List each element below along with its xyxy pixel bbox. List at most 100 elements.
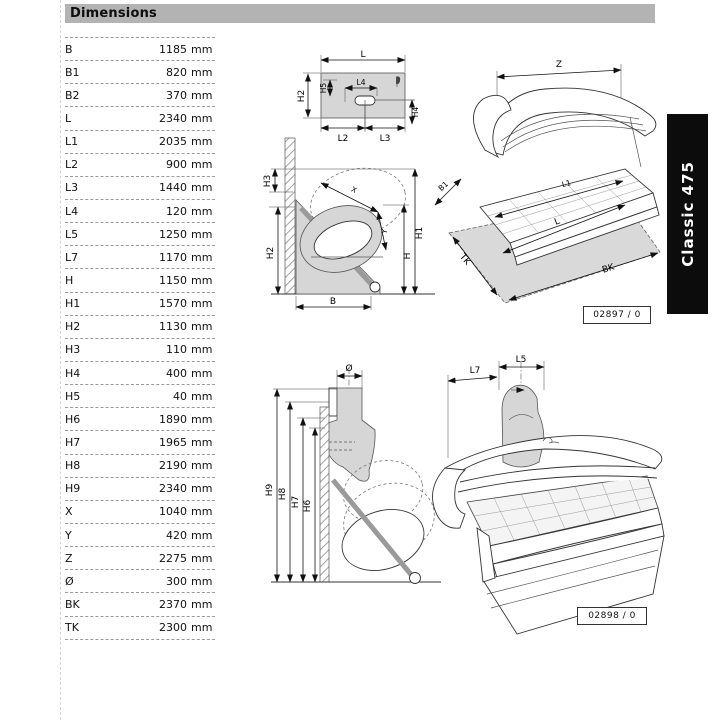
dimension-unit: mm [191,42,213,56]
dimension-row: H9 2340 mm [65,476,215,500]
dimension-value: 1890 [159,412,187,426]
dimension-row: H 1150 mm [65,268,215,291]
dimension-unit: mm [191,88,213,102]
dimension-unit: mm [191,320,213,334]
dimension-value: 40 [173,389,187,403]
header-bar: Dimensions [65,4,655,23]
dimensions-table: B 1185 mm B1 820 mm B2 370 mm L 2340 mm … [65,37,215,640]
dimension-unit: mm [191,366,213,380]
dimension-unit: mm [191,505,213,519]
dimension-value: 820 [166,65,187,79]
dimension-value: 1150 [159,273,187,287]
brand-script-logo [542,437,560,444]
dimension-unit: mm [191,528,213,542]
dimension-label: L [65,111,72,125]
dimension-label: L1 [65,135,79,149]
dimension-value: 120 [166,204,187,218]
dimension-label: Z [65,551,73,565]
dimension-row: L1 2035 mm [65,129,215,153]
dim-label-h4: H4 [411,107,420,118]
dimension-label: L5 [65,227,79,241]
dimension-unit: mm [191,273,213,287]
dim-label-l1: L1 [561,178,572,189]
dimension-unit: mm [191,412,213,426]
dimension-row: L5 1250 mm [65,222,215,245]
dimension-label: L4 [65,204,79,218]
page-edge-line [60,0,61,720]
dim-label-h2: H2 [266,247,276,260]
dim-label-z: Z [556,60,562,70]
dimension-label: H2 [65,320,81,334]
dimension-unit: mm [191,343,213,357]
dimension-label: L3 [65,181,79,195]
dim-label-h6: H6 [303,499,313,512]
drawing-number: 02897 / 0 [593,310,641,320]
dim-label-l7: L7 [470,366,481,376]
side-view-duct-diagram: Ø H9 H8 H7 H6 [265,363,441,584]
drawing-number-badge: 02898 / 0 [577,607,647,625]
dim-label-bk: BK [601,262,617,276]
dim-label-y: Y [379,228,389,236]
dimension-value: 2190 [159,459,187,473]
dimension-label: B1 [65,65,80,79]
dim-label-l: L [553,217,561,228]
plan-body [320,72,406,119]
dim-label-b1: B1 [437,179,451,192]
dim-label-l2: L2 [338,134,349,144]
perspective-closed-diagram: L5 L7 [432,355,665,635]
dim-label-h1: H1 [415,227,425,240]
dimension-unit: mm [191,181,213,195]
dimension-value: 2035 [159,135,187,149]
dimension-row: Z 2275 mm [65,546,215,569]
drawing-number: 02898 / 0 [588,611,636,621]
dim-label-h: H [403,253,413,260]
dimension-row: H6 1890 mm [65,407,215,430]
dimension-row: L 2340 mm [65,106,215,129]
dimension-row: X 1040 mm [65,499,215,523]
dimension-value: 2300 [159,621,187,635]
dim-label-l: L [360,50,365,60]
dimension-value: 370 [166,88,187,102]
dimension-row: Y 420 mm [65,522,215,546]
dimension-unit: mm [191,482,213,496]
canopy-closed [444,435,663,476]
dimension-value: 2340 [159,111,187,125]
dimension-value: 2275 [159,551,187,565]
hinge-arm [473,94,512,159]
dimension-label: Ø [65,574,74,588]
dimension-value: 2340 [159,482,187,496]
product-tab-label: Classic 475 [678,161,697,267]
dimension-label: H9 [65,482,81,496]
dimension-row: B1 820 mm [65,60,215,83]
left-foot [476,527,496,583]
dimension-label: Y [65,528,72,542]
dimension-row: L7 1170 mm [65,245,215,268]
dimension-unit: mm [191,250,213,264]
dimension-unit: mm [191,389,213,403]
dimension-row: H5 40 mm [65,384,215,407]
dimension-row: H4 400 mm [65,360,215,384]
dimension-row: H7 1965 mm [65,430,215,453]
dimension-unit: mm [191,435,213,449]
dimension-row: B2 370 mm [65,83,215,106]
perspective-open-diagram: Z B1 L1 TK L BK [434,60,661,304]
dimension-unit: mm [191,135,213,149]
dimension-label: H3 [65,343,81,357]
dimension-value: 1170 [159,250,187,264]
dim-label-h7: H7 [291,496,301,509]
dimension-value: 900 [166,158,187,172]
dim-label-h8: H8 [278,487,288,500]
dimension-label: B [65,42,73,56]
dimension-row: B 1185 mm [65,37,215,60]
plan-view-diagram: L H2 L4 H5 H4 L2 L3 [297,50,420,144]
exhaust-duct [324,387,376,482]
dim-label-h2: H2 [297,90,307,103]
dimension-unit: mm [191,551,213,565]
dimension-row: H8 2190 mm [65,453,215,477]
dimension-value: 400 [166,366,187,380]
exhaust-duct [501,384,545,468]
dimension-label: TK [65,621,79,635]
dim-label-l3: L3 [380,134,391,144]
dimension-unit: mm [191,227,213,241]
dimension-row: BK 2370 mm [65,592,215,615]
